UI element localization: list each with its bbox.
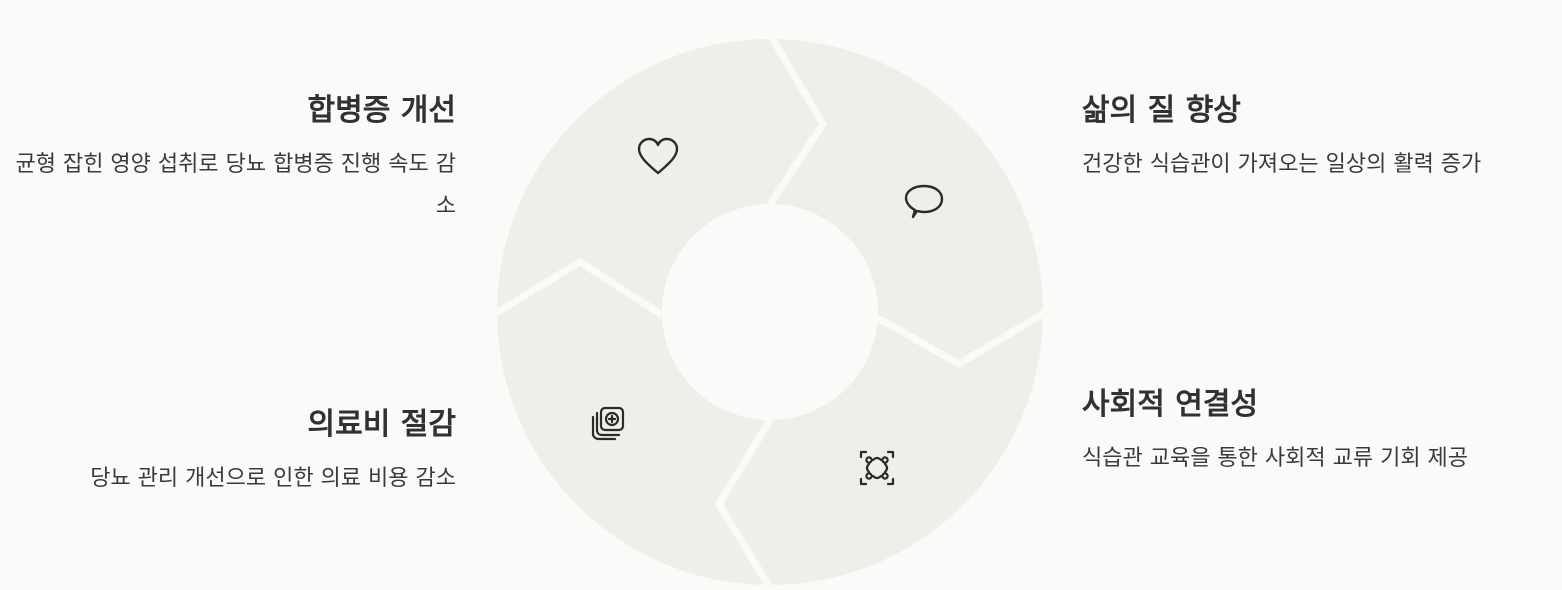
segment-dividers bbox=[492, 36, 1048, 590]
segment-description: 건강한 식습관이 가져오는 일상의 활력 증가 bbox=[1082, 152, 1482, 177]
segment-social-connection: 사회적 연결성 식습관 교육을 통한 사회적 교류 기회 제공 bbox=[1082, 386, 1537, 480]
segment-title: 삶의 질 향상 bbox=[1082, 93, 1241, 128]
segment-description: 균형 잡힌 영양 섭취로 당뇨 합병증 진행 속도 감소 bbox=[15, 152, 456, 219]
segment-description: 식습관 교육을 통한 사회적 교류 기회 제공 bbox=[1082, 446, 1469, 471]
divider-bottom bbox=[714, 418, 773, 590]
segment-title: 의료비 절감 bbox=[307, 407, 456, 442]
heart-icon bbox=[637, 137, 679, 175]
segment-quality-of-life: 삶의 질 향상 건강한 식습관이 가져오는 일상의 활력 증가 bbox=[1082, 92, 1552, 186]
network-icon bbox=[859, 450, 895, 486]
segment-description: 당뇨 관리 개선으로 인한 의료 비용 감소 bbox=[90, 466, 456, 491]
segment-title: 사회적 연결성 bbox=[1082, 387, 1259, 422]
segment-medical-savings: 의료비 절감 당뇨 관리 개선으로 인한 의료 비용 감소 bbox=[6, 406, 456, 500]
divider-top bbox=[767, 36, 828, 206]
divider-left bbox=[492, 257, 664, 318]
speech-bubble-icon bbox=[904, 184, 944, 219]
segment-complications: 합병증 개선 균형 잡힌 영양 섭취로 당뇨 합병증 진행 속도 감소 bbox=[6, 92, 456, 228]
divider-right bbox=[876, 308, 1048, 369]
segment-title: 합병증 개선 bbox=[307, 93, 456, 128]
ring-hole bbox=[662, 204, 878, 420]
medical-plus-icon bbox=[591, 406, 625, 441]
